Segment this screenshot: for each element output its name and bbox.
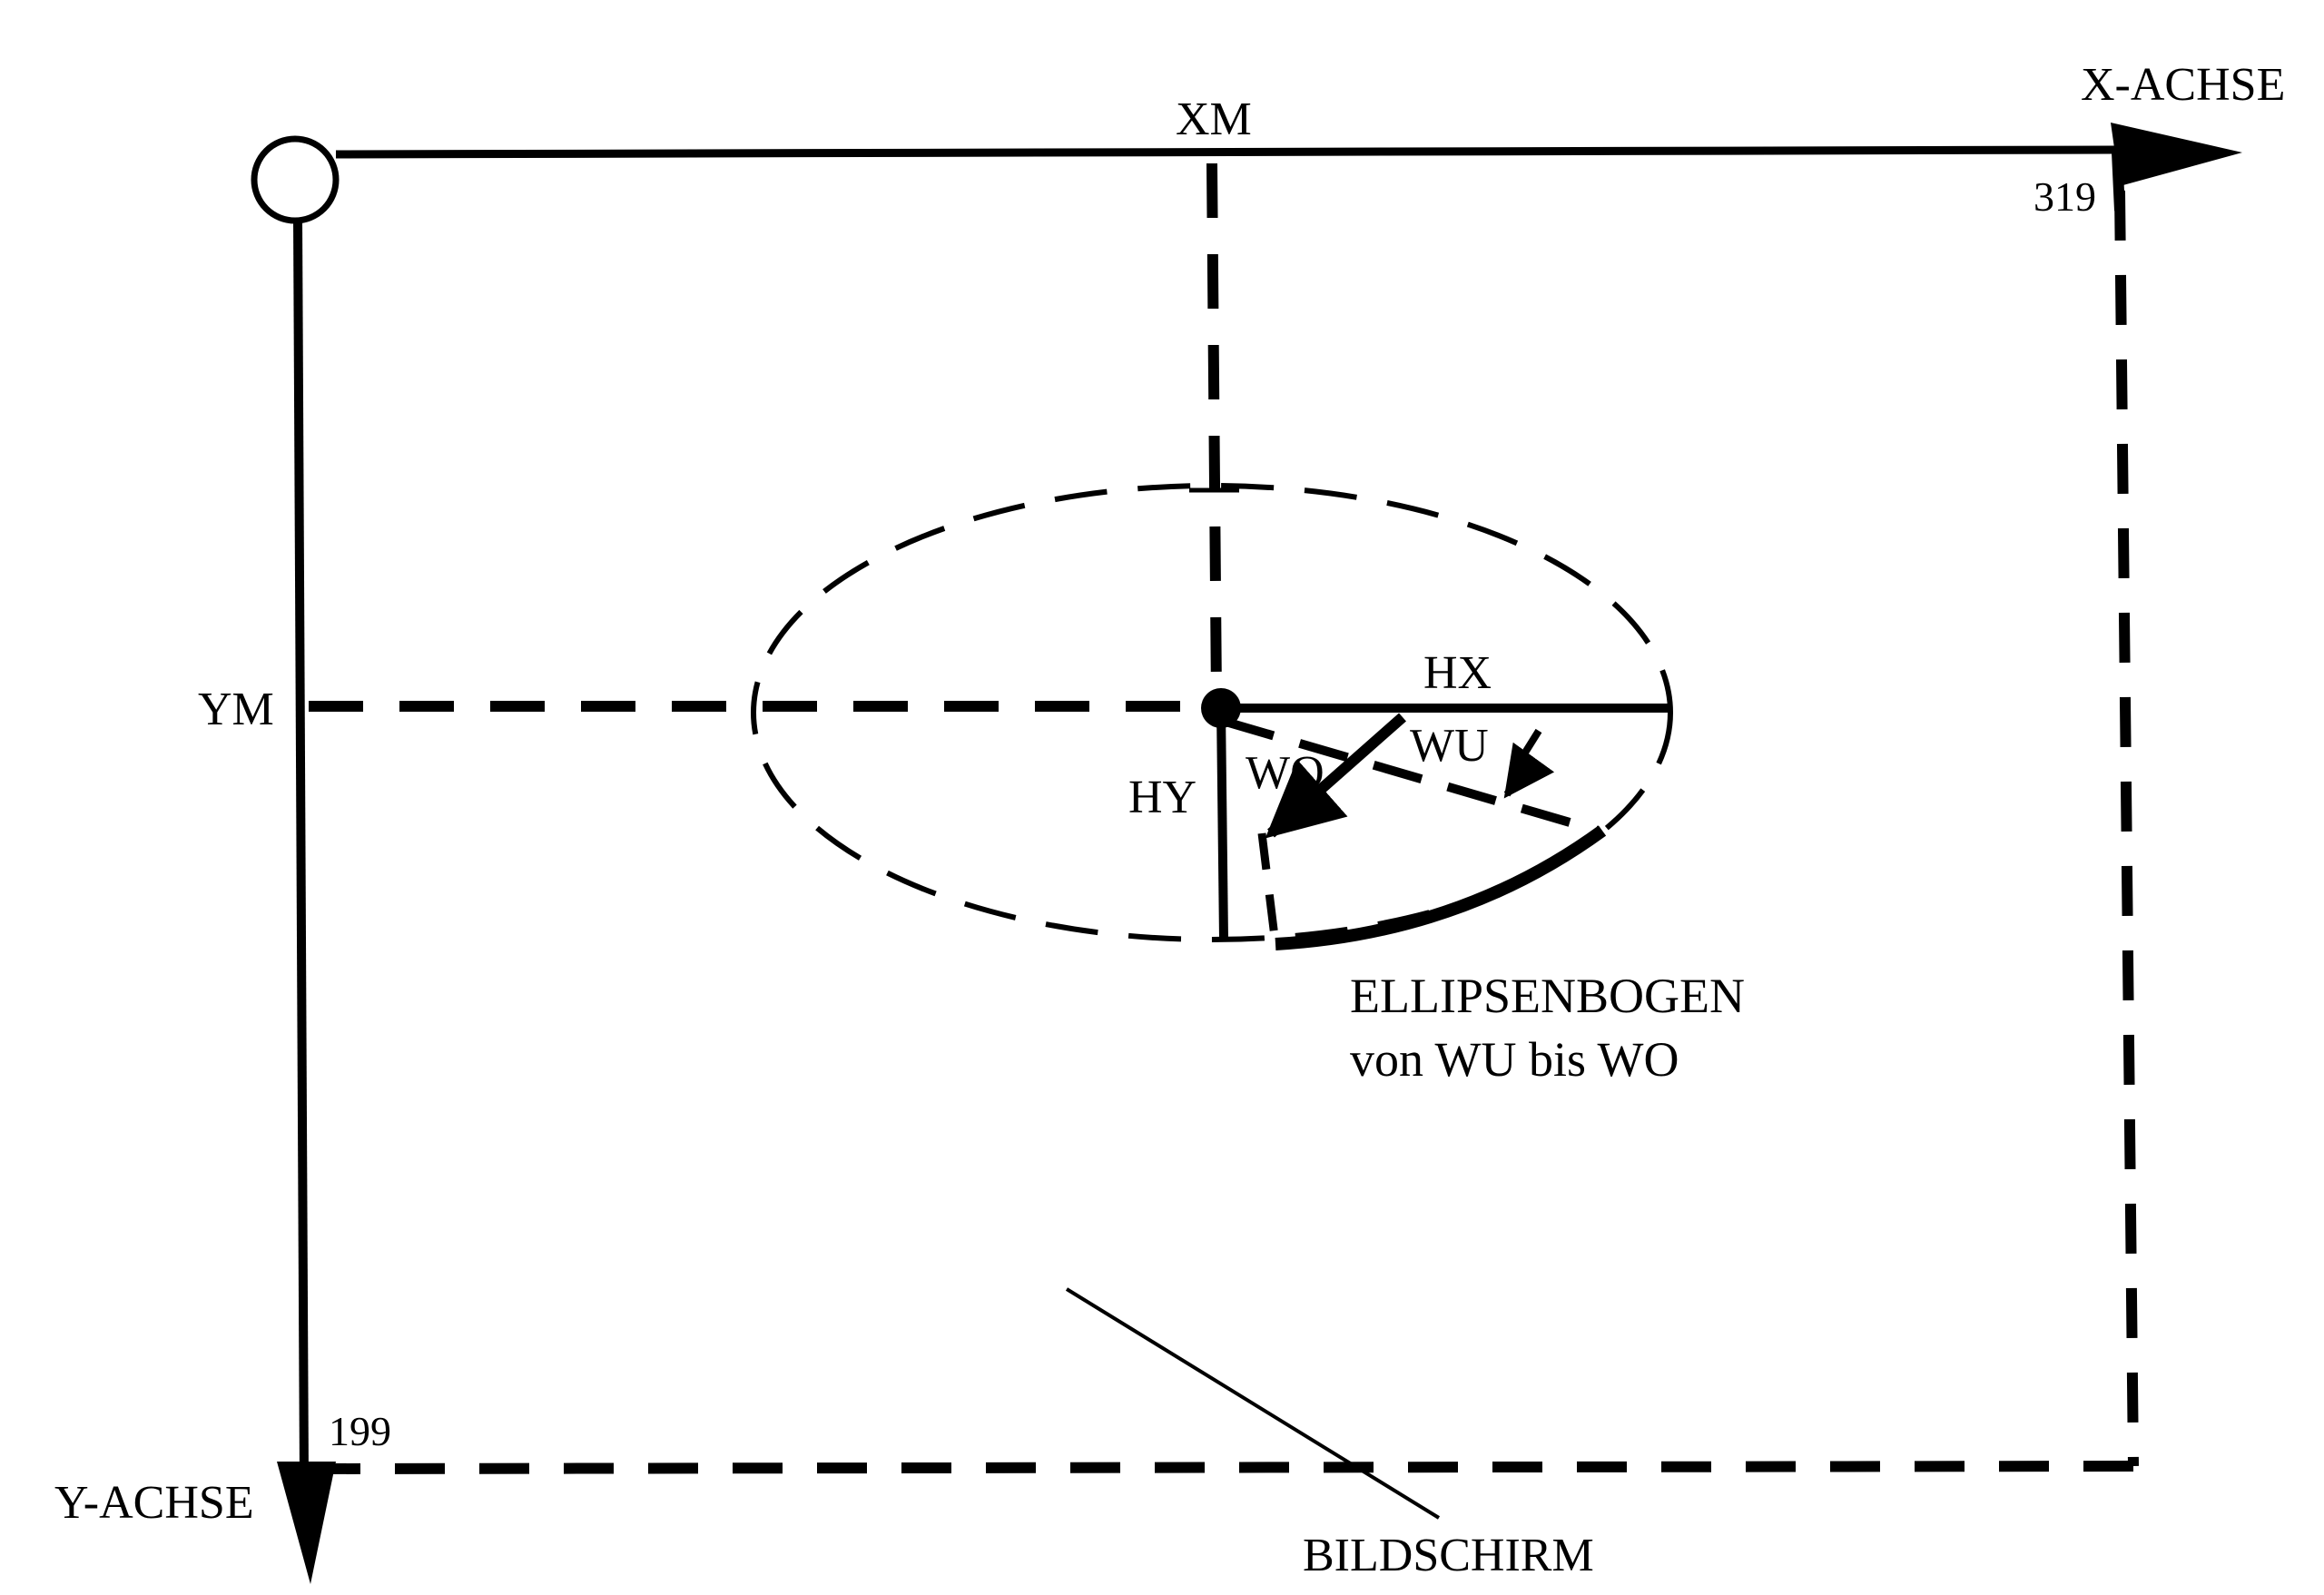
hy-label: HY (1128, 772, 1196, 823)
x-max-label: 319 (2034, 173, 2096, 220)
screen-border (308, 190, 2139, 1474)
wu-angle-arrow (1503, 728, 1555, 799)
hx-label: HX (1423, 647, 1492, 699)
screen-border-bottom (308, 1461, 2134, 1474)
xm-label: XM (1176, 94, 1252, 145)
caption-line-1: ELLIPSENBOGEN (1350, 969, 1745, 1023)
y-axis-arrowhead (277, 1462, 336, 1584)
y-axis-line (293, 217, 309, 1481)
caption-line-2: von WU bis WO (1350, 1032, 1679, 1087)
wo-label: WO (1246, 747, 1324, 799)
xm-guide-line (1206, 162, 1222, 700)
y-axis-label: Y-ACHSE (54, 1477, 254, 1529)
wu-angle-ray (1224, 717, 1600, 835)
origin-circle (251, 135, 340, 224)
x-axis-label: X-ACHSE (2081, 59, 2285, 111)
hy-radius-line (1216, 707, 1228, 940)
ym-label: YM (198, 684, 274, 735)
wu-label: WU (1410, 720, 1489, 772)
x-axis-end-tick (2112, 152, 2125, 212)
x-axis-arrowhead (2111, 123, 2242, 186)
ellipse-arc (1275, 825, 1607, 950)
screen-pointer-line (1065, 1287, 1441, 1520)
wo-angle-arrow (1265, 713, 1406, 839)
y-max-label: 199 (329, 1408, 391, 1454)
wo-angle-drop (1257, 832, 1280, 945)
screen-label: BILDSCHIRM (1303, 1530, 1594, 1581)
x-axis-line (335, 145, 2116, 159)
screen-border-right (2114, 190, 2139, 1467)
